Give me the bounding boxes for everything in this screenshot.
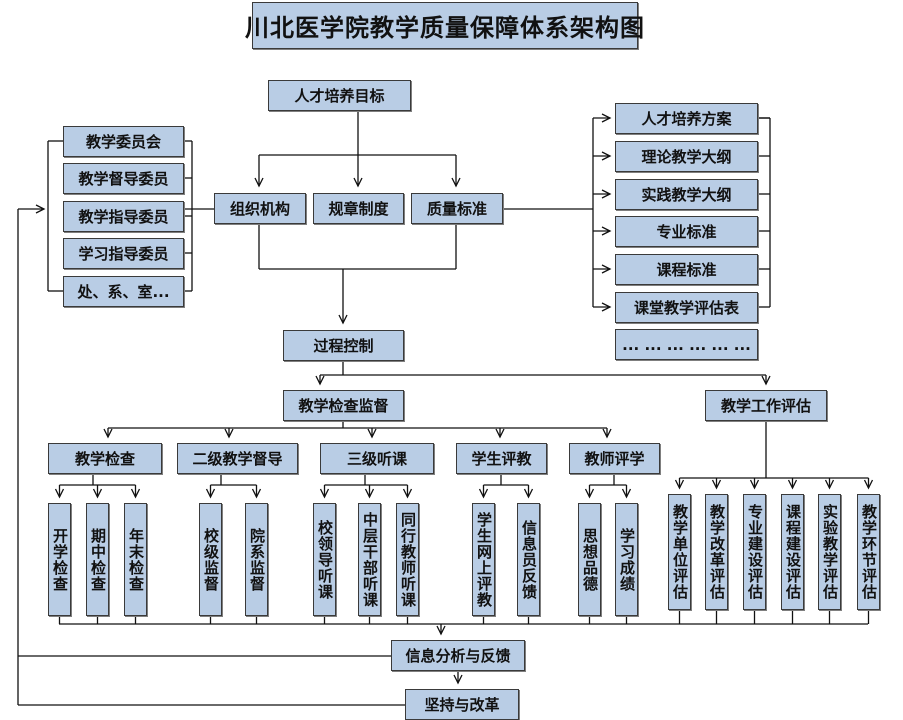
arrow-down-icon: [787, 479, 798, 490]
arrow-down-icon: [367, 428, 377, 439]
arrow-right-icon: [601, 264, 612, 274]
evaluation-item-box: 课程建设评估: [781, 494, 804, 610]
standard-box: ... ... ... ... ... ...: [615, 329, 758, 360]
arrow-down-icon: [103, 428, 113, 439]
organization-box: 学习指导委员: [63, 238, 184, 269]
organization-box: 教学指导委员: [63, 201, 184, 232]
pillar-quality-standards-box: 质量标准: [411, 193, 503, 224]
talent-goal-box: 人才培养目标: [268, 80, 411, 111]
arrow-down-icon: [315, 375, 325, 386]
supervision-group-box: 学生评教: [456, 443, 547, 474]
inspection-item-box: 思想品德: [578, 503, 601, 616]
arrow-down-icon: [523, 488, 534, 499]
standard-box: 课程标准: [615, 254, 758, 285]
arrow-right-icon: [601, 189, 612, 199]
evaluation-item-box: 实验教学评估: [818, 494, 841, 610]
arrow-down-icon: [495, 428, 505, 439]
inspection-item-box: 期中检查: [86, 503, 109, 616]
arrow-down-icon: [251, 488, 262, 499]
standard-box: 实践教学大纲: [615, 179, 758, 210]
supervision-box: 教学检查监督: [283, 390, 404, 421]
inspection-item-box: 同行教师听课: [396, 503, 419, 616]
arrow-down-icon: [761, 375, 771, 386]
arrow-right-icon: [601, 302, 612, 312]
arrow-down-icon: [319, 488, 330, 499]
inspection-item-box: 院系监督: [245, 503, 268, 616]
feedback-box: 信息分析与反馈: [391, 640, 525, 671]
arrow-down-icon: [224, 428, 234, 439]
arrow-down-icon: [130, 488, 141, 499]
arrow-down-icon: [478, 488, 489, 499]
inspection-item-box: 校领导听课: [313, 503, 336, 616]
arrow-down-icon: [749, 479, 760, 490]
arrow-down-icon: [451, 177, 461, 188]
standard-box: 课堂教学评估表: [615, 292, 758, 323]
evaluation-box: 教学工作评估: [705, 390, 827, 421]
diagram-title: 川北医学院教学质量保障体系架构图: [245, 2, 644, 49]
supervision-group-box: 教师评学: [569, 443, 660, 474]
arrow-down-icon: [92, 488, 103, 499]
inspection-item-box: 中层干部听课: [358, 503, 381, 616]
arrow-right-icon: [601, 113, 612, 123]
evaluation-item-box: 专业建设评估: [743, 494, 766, 610]
arrow-down-icon: [584, 488, 595, 499]
arrow-down-icon: [602, 428, 612, 439]
arrow-down-icon: [436, 625, 446, 636]
organization-box: 教学委员会: [63, 126, 184, 157]
inspection-item-box: 学生网上评教: [472, 503, 495, 616]
pillar-organization-box: 组织机构: [214, 193, 306, 224]
organization-box: 教学督导委员: [63, 163, 184, 194]
supervision-group-box: 教学检查: [48, 443, 162, 474]
arrow-right-icon: [35, 204, 46, 214]
arrow-down-icon: [863, 479, 874, 490]
arrow-down-icon: [453, 674, 463, 685]
inspection-item-box: 校级监督: [199, 503, 222, 616]
inspection-item-box: 学习成绩: [615, 503, 638, 616]
inspection-item-box: 年末检查: [124, 503, 147, 616]
arrow-right-icon: [601, 226, 612, 236]
arrow-down-icon: [338, 314, 348, 325]
evaluation-item-box: 教学改革评估: [705, 494, 728, 610]
evaluation-item-box: 教学单位评估: [668, 494, 691, 610]
pillar-regulations-box: 规章制度: [313, 193, 404, 224]
arrow-down-icon: [54, 488, 65, 499]
arrow-down-icon: [674, 479, 685, 490]
arrow-down-icon: [824, 479, 835, 490]
evaluation-item-box: 教学环节评估: [857, 494, 880, 610]
arrow-down-icon: [254, 177, 264, 188]
inspection-item-box: 开学检查: [48, 503, 71, 616]
process-control-box: 过程控制: [283, 330, 404, 361]
arrow-down-icon: [353, 177, 363, 188]
supervision-group-box: 三级听课: [320, 443, 434, 474]
arrow-down-icon: [205, 488, 216, 499]
supervision-group-box: 二级教学督导: [177, 443, 298, 474]
arrow-down-icon: [364, 488, 375, 499]
standard-box: 专业标准: [615, 216, 758, 247]
arrow-down-icon: [621, 488, 632, 499]
reform-box: 坚持与改革: [405, 689, 519, 720]
organization-box: 处、系、室...: [63, 276, 184, 307]
inspection-item-box: 信息员反馈: [517, 503, 540, 616]
standard-box: 理论教学大纲: [615, 141, 758, 172]
standard-box: 人才培养方案: [615, 103, 758, 134]
arrow-down-icon: [711, 479, 722, 490]
arrow-right-icon: [601, 151, 612, 161]
arrow-down-icon: [402, 488, 413, 499]
